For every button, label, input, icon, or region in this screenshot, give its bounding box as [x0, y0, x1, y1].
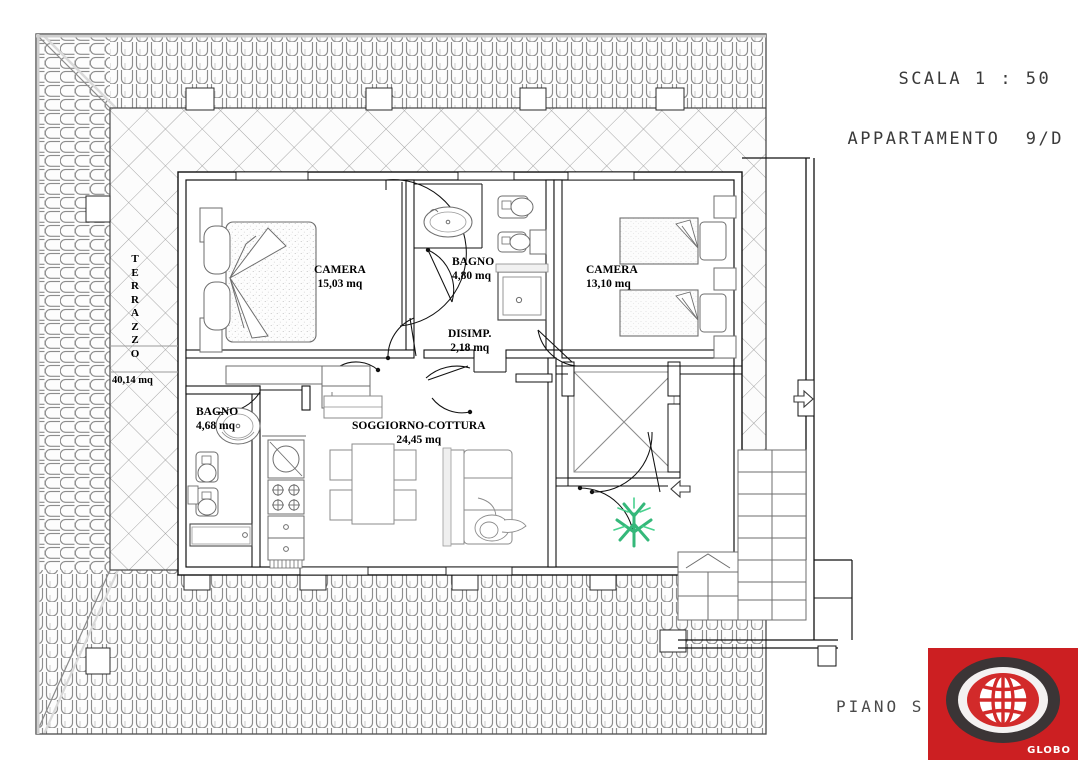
- terrazzo-letter: O: [130, 347, 140, 360]
- furniture-kitchen: [262, 435, 306, 569]
- furniture-camera-1: [199, 207, 371, 413]
- arrow-right-icon: [793, 389, 814, 409]
- direction-arrows: [670, 389, 814, 499]
- room-label-bagno-2: BAGNO 4,68 mq: [196, 406, 239, 432]
- furniture-bagno-1: [423, 195, 549, 321]
- room-label-soggiorno-cottura: SOGGIORNO-COTTURA 24,45 mq: [352, 420, 486, 446]
- terrazzo-letter: E: [131, 266, 139, 279]
- terrazzo-letter: A: [131, 307, 139, 319]
- room-area-terrazzo: 40,14 mq: [112, 375, 153, 386]
- terrazzo-letter: R: [131, 280, 139, 292]
- staircase: [677, 449, 807, 621]
- title-block: SCALA 1 : 50 APPARTAMENTO 9/D: [848, 34, 1065, 214]
- apartment-label: APPARTAMENTO 9/D: [847, 129, 1064, 149]
- terrace-details: [110, 345, 178, 373]
- terrazzo-letter: Z: [131, 320, 139, 333]
- room-label-bagno-1: BAGNO 4,80 mq: [452, 256, 495, 282]
- terrazzo-letter: T: [131, 253, 139, 265]
- plant-icon: [613, 497, 655, 548]
- furniture-bagno-2: [187, 407, 261, 547]
- furniture-camera-2: [619, 195, 737, 359]
- arrow-left-icon: [670, 479, 691, 499]
- room-label-disimpegno: DISIMP. 2,18 mq: [448, 328, 492, 354]
- terrazzo-letter: R: [131, 293, 139, 306]
- globe-icon: [946, 656, 1060, 743]
- interior-partitions: [185, 179, 742, 568]
- globo-logo: GLOBO: [928, 648, 1078, 760]
- door-swings: [215, 179, 661, 543]
- furniture-living: [323, 395, 527, 547]
- terrazzo-letter: Z: [131, 334, 139, 346]
- logo-wordmark: GLOBO: [1027, 745, 1071, 756]
- floor-label: PIANO S: [836, 697, 925, 716]
- room-label-camera-1: CAMERA 15,03 mq: [314, 264, 366, 290]
- room-label-camera-2: CAMERA 13,10 mq: [586, 264, 638, 290]
- scale-label: SCALA 1 : 50: [898, 69, 1052, 89]
